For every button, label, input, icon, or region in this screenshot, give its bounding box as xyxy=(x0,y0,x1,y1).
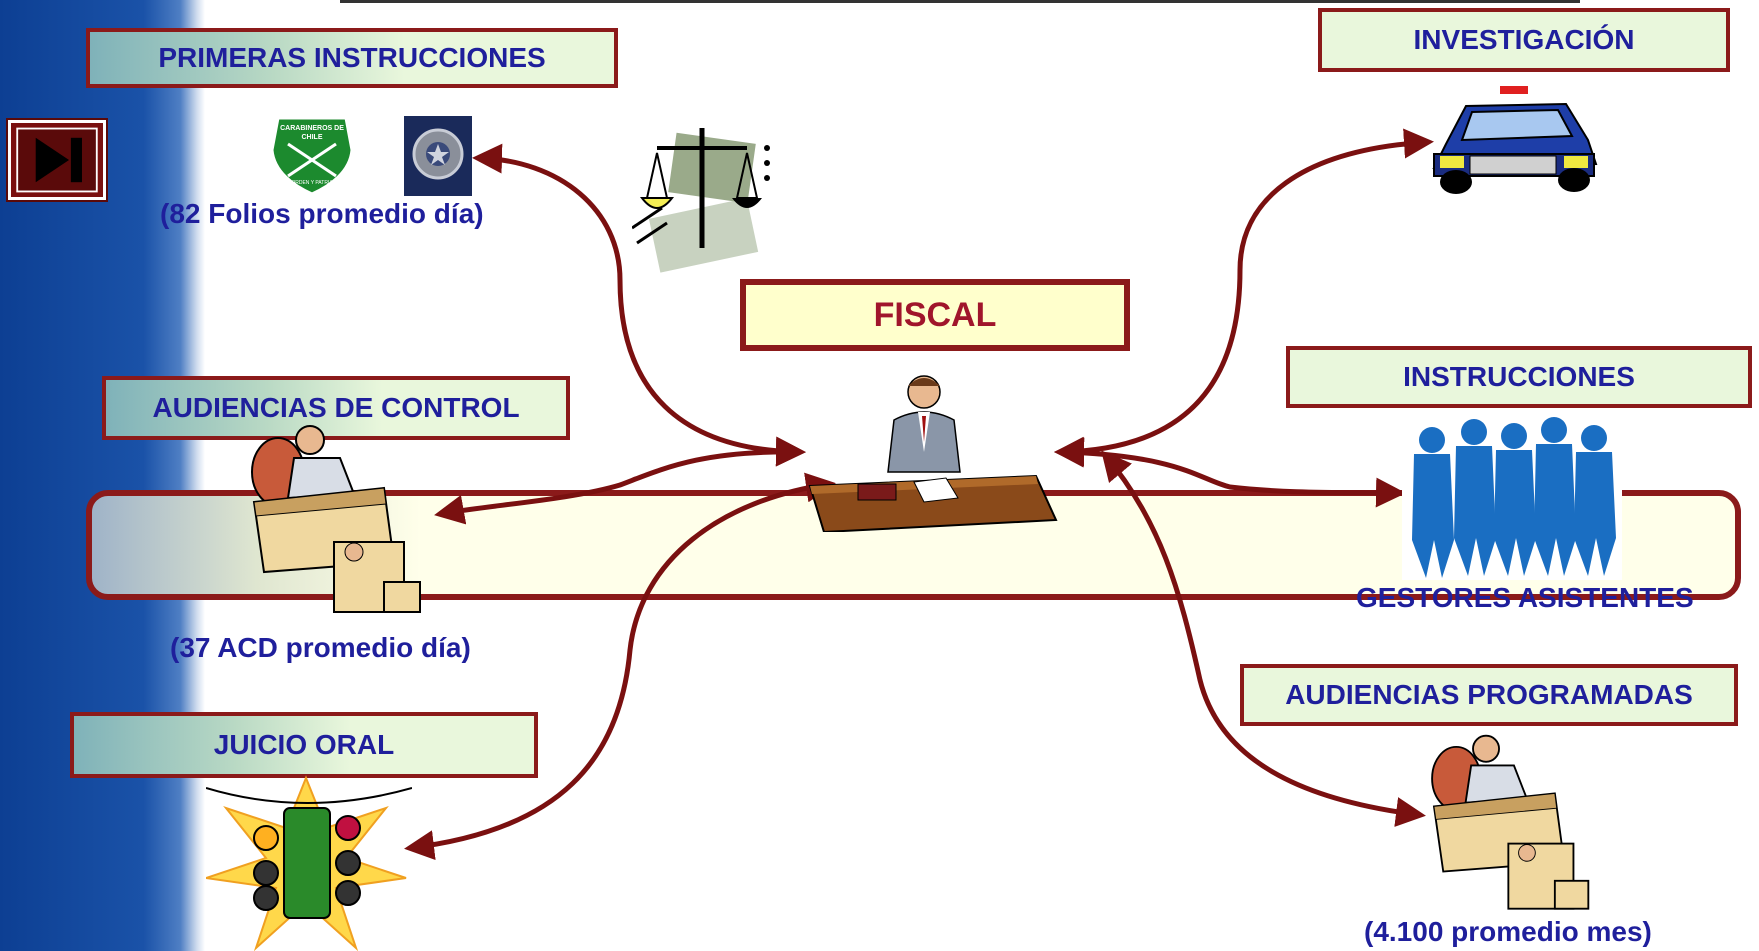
police-badge-icon xyxy=(404,116,472,196)
box-audiencias-programadas: AUDIENCIAS PROGRAMADAS xyxy=(1240,664,1738,726)
box-investigacion: INVESTIGACIÓN xyxy=(1318,8,1730,72)
arrow-to-investigacion xyxy=(1054,128,1434,467)
prosecutor-at-desk-icon xyxy=(808,375,1058,532)
badge-text-line1: CARABINEROS DE xyxy=(280,125,344,132)
arrow-to-programadas xyxy=(1101,450,1426,827)
carabineros-badge-icon: CARABINEROS DE CHILE ORDEN Y PATRIA xyxy=(270,116,354,196)
skip-forward-button[interactable] xyxy=(8,120,106,200)
caption-folios: (82 Folios promedio día) xyxy=(160,198,484,229)
caption-gestores: GESTORES ASISTENTES xyxy=(1356,582,1694,613)
caption-acd: (37 ACD promedio día) xyxy=(170,632,471,663)
arrow-to-primeras xyxy=(472,143,806,467)
judge-bench-icon xyxy=(251,425,421,613)
box-primeras-instrucciones: PRIMERAS INSTRUCCIONES xyxy=(86,28,618,88)
arrow-to-juicio xyxy=(404,472,836,861)
box-instrucciones: INSTRUCCIONES xyxy=(1286,346,1752,408)
box-juicio-oral: JUICIO ORAL xyxy=(70,712,538,778)
badge-text-line2: CHILE xyxy=(302,134,323,141)
caption-promedio-mes: (4.100 promedio mes) xyxy=(1364,916,1652,947)
traffic-light-icon xyxy=(206,775,412,951)
skip-forward-icon xyxy=(16,127,98,193)
badge-text-motto: ORDEN Y PATRIA xyxy=(291,180,333,186)
box-audiencias-de-control: AUDIENCIAS DE CONTROL xyxy=(102,376,570,440)
police-car-icon xyxy=(1432,86,1598,194)
scales-of-justice-icon xyxy=(632,128,770,273)
people-group-icon xyxy=(1402,410,1622,580)
judge-bench-icon-2 xyxy=(1431,734,1590,910)
arrow-to-instrucciones xyxy=(1054,437,1406,508)
fiscal-box: FISCAL xyxy=(740,279,1130,351)
top-rule xyxy=(340,0,1580,3)
